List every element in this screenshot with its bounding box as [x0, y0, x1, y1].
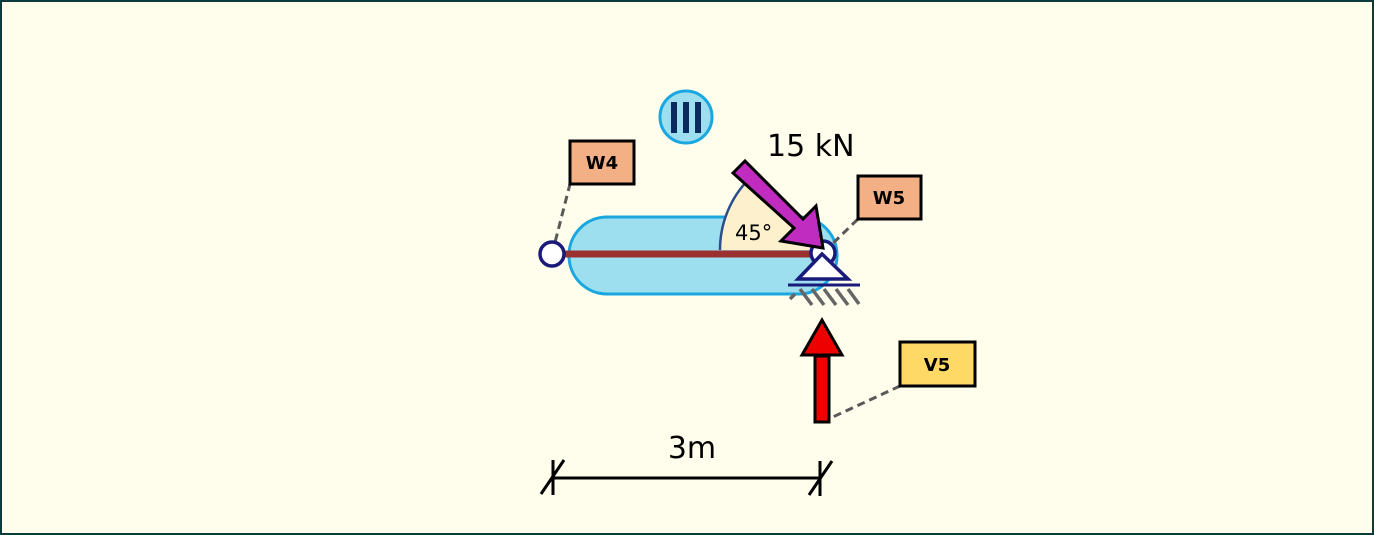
- tag-w4[interactable]: W4: [568, 139, 636, 186]
- tag-v5-label: V5: [924, 355, 950, 376]
- tag-w4-label: W4: [586, 153, 618, 174]
- load-arrow: [730, 158, 825, 250]
- angle-label: 45°: [735, 221, 772, 245]
- angle-arc: [718, 178, 750, 251]
- tag-v5[interactable]: V5: [898, 340, 977, 388]
- load-label: 15 kN: [767, 129, 855, 164]
- tag-w5[interactable]: W5: [856, 174, 923, 221]
- v5-leader: [821, 384, 901, 424]
- dimension-line: [539, 459, 834, 496]
- pin-support: [788, 251, 861, 307]
- tag-w5-label: W5: [873, 188, 905, 209]
- node-w4[interactable]: [538, 240, 566, 268]
- w5-leader: [822, 216, 861, 254]
- reaction-arrow-v5: [799, 316, 845, 424]
- section-marker: [658, 89, 714, 145]
- dimension-label: 3m: [668, 431, 716, 466]
